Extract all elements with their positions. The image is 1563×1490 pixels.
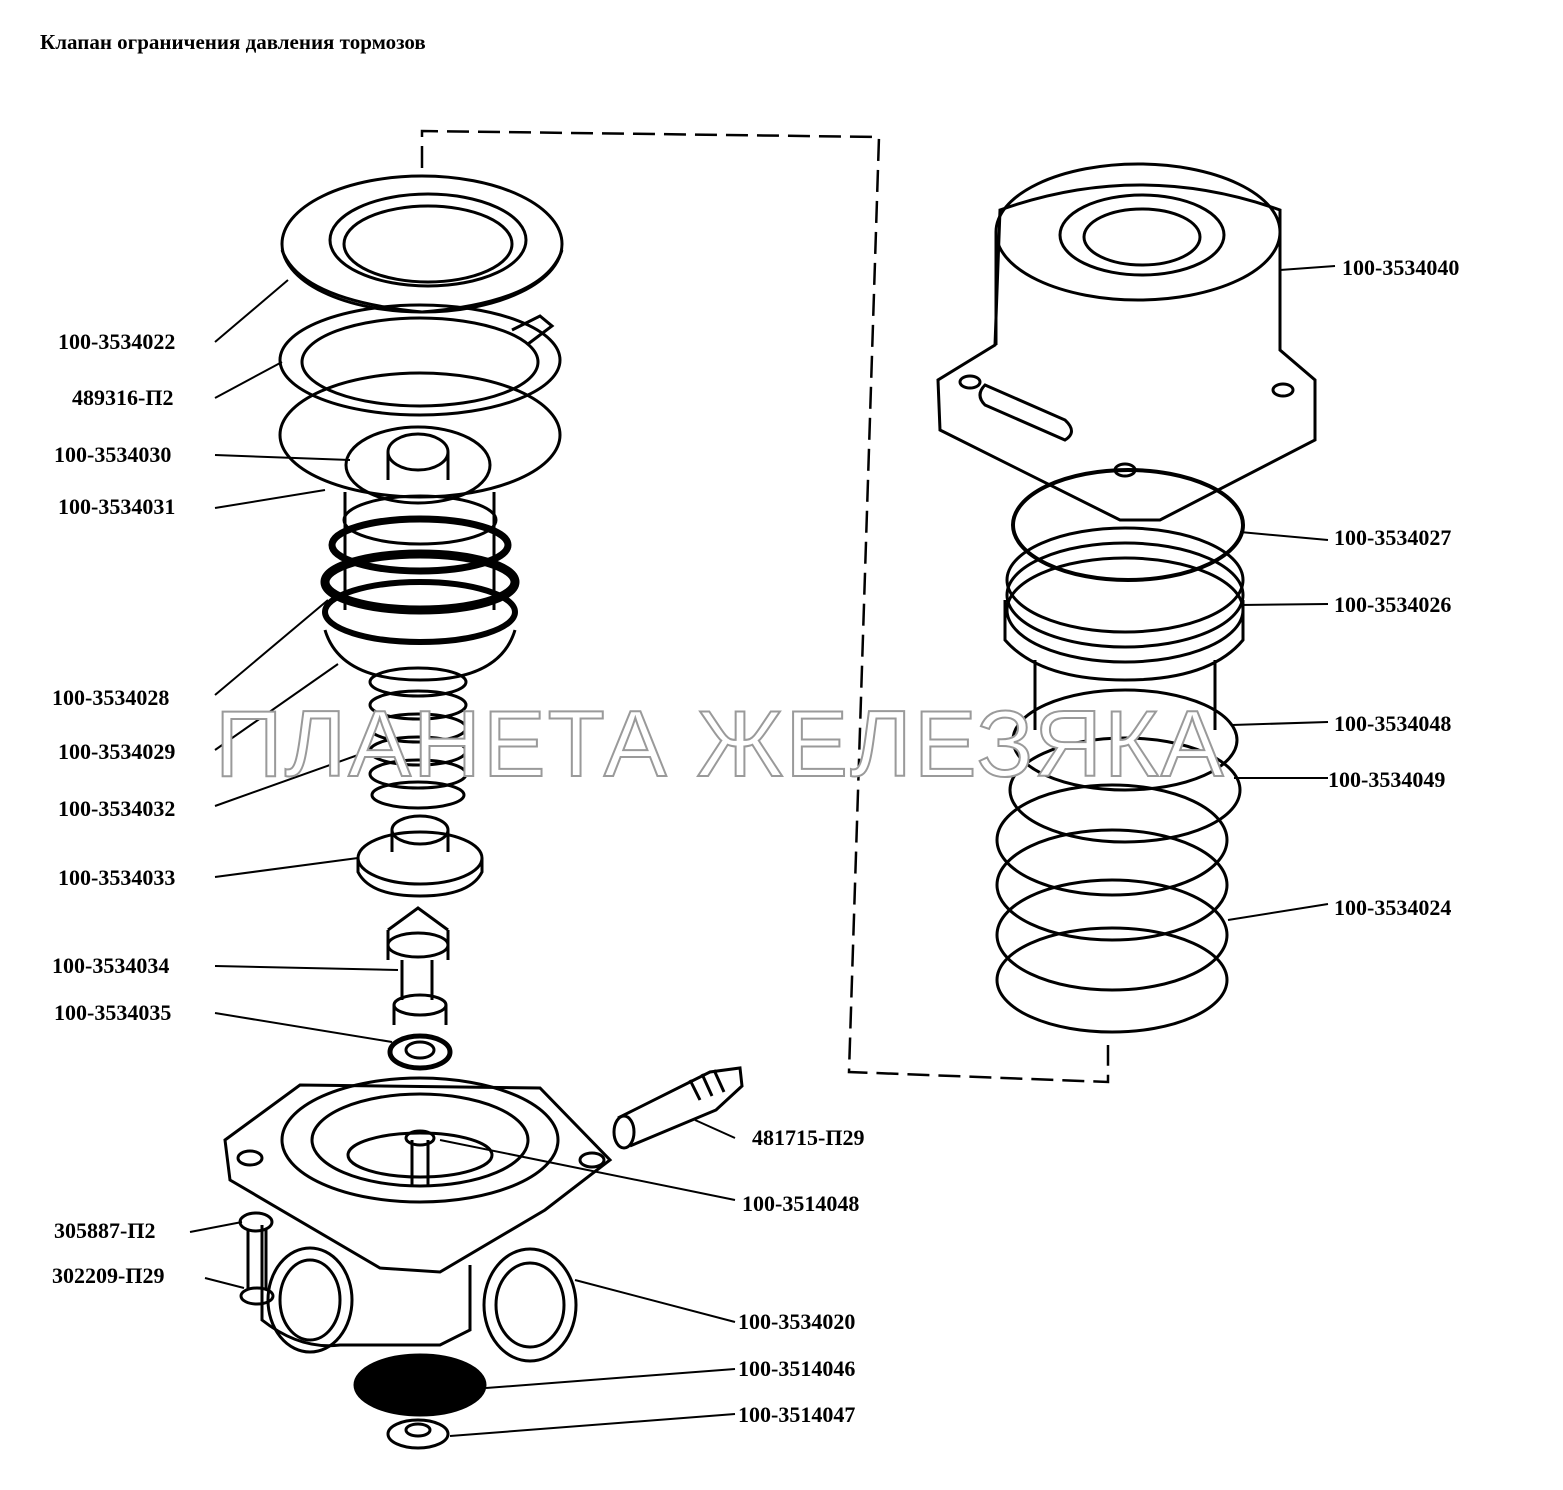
part-large-piston [1003, 526, 1245, 730]
part-label: 481715-П29 [752, 1125, 865, 1150]
part-cap-washer [280, 174, 564, 314]
part-label: 100-3534024 [1334, 895, 1452, 920]
part-diaphragm [353, 1353, 487, 1417]
part-housing-o-ring [1011, 468, 1245, 582]
part-label: 100-3534028 [52, 685, 170, 710]
part-label: 302209-П29 [52, 1263, 165, 1288]
part-label: 100-3534032 [58, 796, 176, 821]
part-bolt [238, 1211, 275, 1306]
part-stud [612, 1066, 744, 1150]
page-title: Клапан ограничения давления тормозов [40, 30, 426, 54]
part-label: 100-3534035 [54, 1000, 172, 1025]
part-label: 100-3534040 [1342, 255, 1460, 280]
assembly-bracket [420, 129, 1110, 1084]
part-retaining-ring [278, 303, 562, 417]
part-label: 100-3514048 [742, 1191, 860, 1216]
part-label: 100-3534027 [1334, 525, 1452, 550]
part-label: 100-3534031 [58, 494, 176, 519]
part-lower-seal [1008, 736, 1242, 844]
part-label: 100-3534026 [1334, 592, 1452, 617]
part-label: 305887-П2 [54, 1218, 156, 1243]
part-spring-seat [356, 814, 484, 898]
part-label: 100-3534022 [58, 329, 176, 354]
part-housing [936, 162, 1317, 522]
watermark: ПЛАНЕТА ЖЕЛЕЗЯКА [214, 690, 1226, 797]
part-label: 100-3534049 [1328, 767, 1446, 792]
part-small-nut [387, 1033, 453, 1071]
part-label: 100-3534033 [58, 865, 176, 890]
part-label: 100-3514046 [738, 1356, 856, 1381]
part-label: 100-3534030 [54, 442, 172, 467]
part-label: 100-3534029 [58, 739, 176, 764]
part-label: 100-3534034 [52, 953, 170, 978]
part-label: 100-3534020 [738, 1309, 856, 1334]
part-upper-seal [1011, 688, 1239, 792]
part-valve-stem [386, 906, 450, 1025]
part-piston-top [344, 425, 492, 505]
leader-lines [189, 265, 1336, 1437]
part-piston-body [320, 492, 520, 682]
part-small-spring [368, 666, 468, 810]
part-large-spring [995, 783, 1229, 1034]
part-label: 489316-П2 [72, 385, 174, 410]
part-bottom-valve [386, 1418, 450, 1450]
part-valve-body [223, 1076, 613, 1363]
part-label: 100-3514047 [738, 1402, 856, 1427]
part-label: 100-3534048 [1334, 711, 1452, 736]
